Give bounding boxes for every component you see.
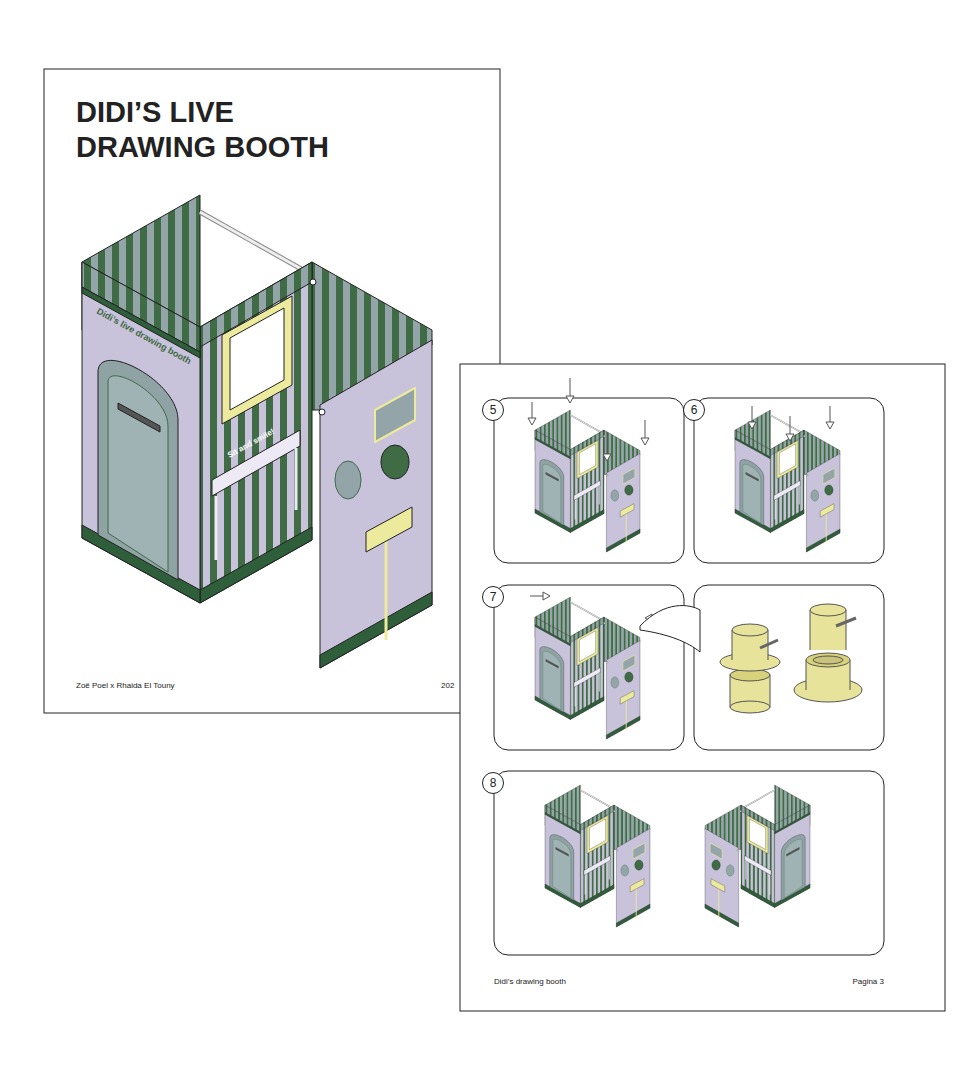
shape-ellipse — [813, 656, 843, 664]
callout-number: 6 — [691, 404, 698, 416]
callout-number: 7 — [490, 591, 497, 603]
shape-ellipse — [806, 653, 850, 667]
step-number-circle: 6 — [683, 399, 705, 421]
shape-line — [846, 610, 847, 650]
shape-path — [543, 592, 550, 600]
shape-line — [607, 432, 608, 456]
shape-ellipse — [732, 624, 768, 636]
shape-path — [528, 418, 536, 425]
shape-rect — [494, 585, 684, 750]
connector-detail — [720, 604, 862, 713]
shape-line — [810, 610, 811, 650]
shape-path — [748, 422, 756, 429]
shape-line — [790, 416, 791, 436]
shape-line — [836, 618, 856, 626]
shape-path — [641, 438, 649, 445]
step-panels — [494, 398, 884, 955]
shape-line — [645, 420, 646, 440]
callout-number: 5 — [490, 404, 497, 416]
shape-line — [570, 378, 571, 398]
shape-path — [566, 396, 574, 403]
booth-thumbnail — [535, 410, 640, 552]
booth-thumbnail — [705, 785, 810, 927]
document-title: DIDI’S LIVE DRAWING BOOTH — [76, 95, 366, 165]
step-number-circle: 8 — [482, 772, 504, 794]
page-sheet — [460, 364, 945, 1011]
shape-path — [786, 434, 794, 441]
year-fragment: 202 — [441, 681, 454, 690]
callout-wedge — [640, 606, 700, 652]
assembly-arrows — [528, 378, 834, 622]
booth-thumbnail — [545, 785, 650, 927]
author-credit: Zoë Poel x Rhaida El Touny — [76, 681, 175, 690]
step-number-circle: 7 — [482, 586, 504, 608]
shape-rect — [694, 585, 884, 750]
shape-path — [603, 454, 611, 461]
shape-line — [760, 640, 778, 648]
shape-rect — [494, 771, 884, 955]
footer-title: Didi’s drawing booth — [494, 977, 566, 986]
booth-thumbnail — [735, 410, 840, 552]
shape-line — [732, 630, 733, 660]
shape-rect — [494, 398, 684, 563]
shape-line — [806, 660, 807, 690]
shape-rect — [694, 398, 884, 563]
booth-illustration — [82, 195, 432, 668]
shape-line — [830, 406, 831, 424]
step-number-circle: 5 — [482, 399, 504, 421]
shape-line — [850, 660, 851, 690]
shape-path — [826, 422, 834, 429]
page-sheet — [44, 69, 500, 713]
shape-ellipse — [810, 604, 846, 616]
shape-line — [532, 402, 533, 420]
shape-ellipse — [730, 701, 770, 713]
callout-number: 8 — [490, 777, 497, 789]
page-number: Pagina 3 — [852, 977, 884, 986]
shape-line — [752, 406, 753, 424]
booth-thumbnail — [535, 597, 640, 739]
